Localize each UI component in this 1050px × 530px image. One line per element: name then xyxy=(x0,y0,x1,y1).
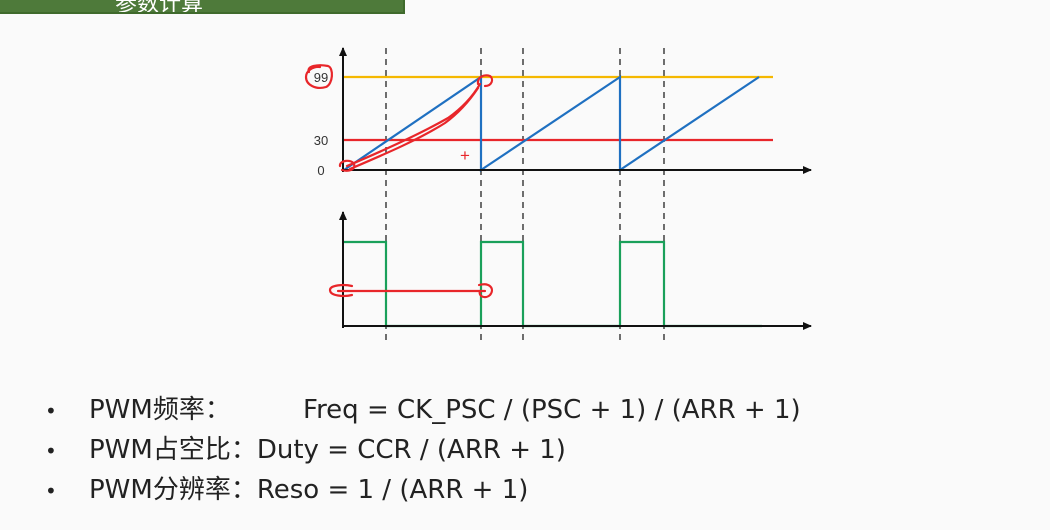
formula-label: PWM分辨率： xyxy=(89,475,257,505)
counter-sawtooth xyxy=(343,74,760,173)
ink-mark-top xyxy=(476,74,494,88)
slide-title: 参数计算 xyxy=(115,0,204,14)
y-tick-0: 0 xyxy=(317,163,324,178)
ink-circle-99 xyxy=(304,64,333,89)
ink-plus-sign: + xyxy=(460,146,470,165)
pwm-output-waveform xyxy=(344,240,762,328)
formula-frequency: • PWM频率： Freq = CK_PSC / (PSC + 1) / (ARR … xyxy=(45,390,801,430)
y-tick-30: 30 xyxy=(314,133,328,148)
bullet: • xyxy=(45,479,57,503)
formula-list: • PWM频率： Freq = CK_PSC / (PSC + 1) / (ARR … xyxy=(45,390,801,510)
pwm-timing-diagram: 99 30 0 + xyxy=(304,47,812,345)
formula-label: PWM频率： xyxy=(89,395,231,425)
y-tick-99: 99 xyxy=(314,70,328,85)
bullet: • xyxy=(45,439,57,463)
slide-title-bar: 参数计算 xyxy=(0,0,405,14)
bullet: • xyxy=(45,399,57,423)
ink-ramp-trace-2 xyxy=(348,86,480,171)
formula-expression: Duty = CCR / (ARR + 1) xyxy=(256,435,566,465)
ink-mark-end xyxy=(477,283,494,299)
formula-expression: Freq = CK_PSC / (PSC + 1) / (ARR + 1) xyxy=(303,395,801,425)
ink-circle-low xyxy=(328,283,354,298)
formula-duty: • PWM占空比：Duty = CCR / (ARR + 1) xyxy=(45,430,801,470)
formula-resolution: • PWM分辨率：Reso = 1 / (ARR + 1) xyxy=(45,470,801,510)
formula-label: PWM占空比： xyxy=(89,435,257,465)
formula-expression: Reso = 1 / (ARR + 1) xyxy=(256,475,529,505)
